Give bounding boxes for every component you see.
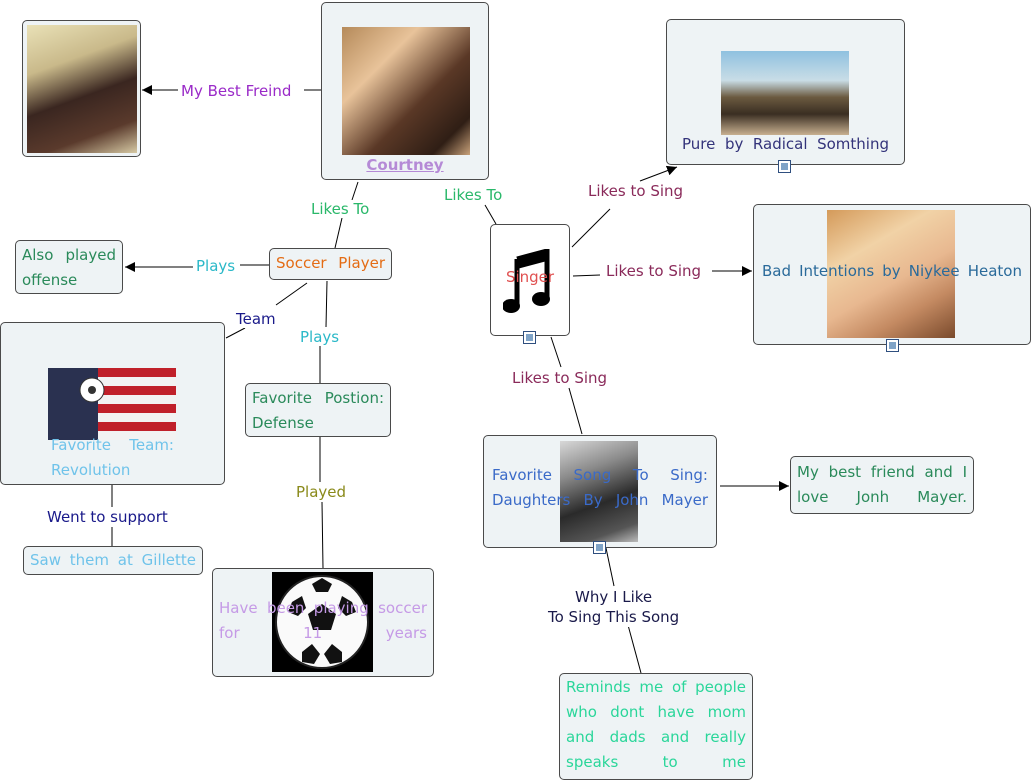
link-label-played: Played bbox=[293, 483, 350, 501]
reminds-label: Reminds me of people who dont have mom a… bbox=[566, 678, 746, 771]
link-likes-to-1b bbox=[334, 217, 343, 249]
music-note-icon bbox=[503, 249, 550, 313]
link-label-likes-to-1: Likes To bbox=[308, 200, 373, 218]
link-why-a bbox=[605, 547, 615, 587]
link-label-why-i-like: Why I Like To Sing This Song bbox=[545, 587, 683, 627]
courtney-label[interactable]: Courtney bbox=[366, 156, 444, 174]
link-label-why-line-1: Why I Like bbox=[575, 588, 653, 606]
link-label-plays-1: Plays bbox=[193, 257, 239, 275]
favorite-team-label: Favorite Team: Revolution bbox=[51, 436, 174, 479]
soccer-player-node[interactable]: Soccer Player bbox=[269, 248, 392, 280]
best-friend-photo bbox=[27, 25, 137, 153]
favorite-position-label: Favorite Postion: Defense bbox=[252, 389, 384, 432]
courtney-node[interactable]: Courtney bbox=[321, 2, 489, 180]
link-label-likes-to-sing-3: Likes to Sing bbox=[509, 369, 611, 387]
link-plays-2a bbox=[325, 280, 328, 328]
link-sing-2a bbox=[572, 274, 601, 277]
saw-them-node[interactable]: Saw them at Gillette bbox=[23, 546, 203, 575]
image-badge-icon[interactable] bbox=[523, 331, 536, 344]
link-label-went-to-support: Went to support bbox=[44, 508, 171, 526]
pure-node[interactable]: Pure by Radical Somthing bbox=[666, 19, 905, 165]
note-badge-icon[interactable] bbox=[778, 160, 791, 173]
revolution-flag-icon bbox=[48, 368, 176, 440]
radical-something-photo bbox=[721, 51, 849, 135]
singer-node[interactable]: Singer bbox=[490, 224, 570, 336]
reminds-node[interactable]: Reminds me of people who dont have mom a… bbox=[559, 673, 753, 780]
courtney-photo bbox=[342, 27, 470, 155]
link-label-team: Team bbox=[233, 310, 279, 328]
soccer-player-label: Soccer Player bbox=[276, 254, 385, 272]
link-sing-3b bbox=[568, 387, 583, 435]
best-friend-mayer-label: My best friend and I love Jonh Mayer. bbox=[797, 463, 967, 506]
link-likes-to-2 bbox=[484, 204, 497, 225]
link-team-b bbox=[225, 327, 246, 339]
soccer-ball-icon bbox=[275, 575, 369, 669]
note-badge-icon[interactable] bbox=[886, 339, 899, 352]
soccer-ball-photo bbox=[272, 572, 373, 672]
favorite-position-node[interactable]: Favorite Postion: Defense bbox=[245, 383, 391, 437]
link-label-likes-to-sing-1: Likes to Sing bbox=[585, 182, 687, 200]
singer-label: Singer bbox=[505, 268, 555, 286]
link-played-b bbox=[321, 501, 324, 569]
bad-intentions-label: Bad Intentions by Niykee Heaton bbox=[762, 262, 1022, 280]
link-likes-to-1a bbox=[351, 181, 359, 201]
link-label-best-freind: My Best Freind bbox=[178, 82, 295, 100]
john-mayer-photo bbox=[560, 441, 638, 542]
playing-soccer-label: Have been playing soccer for 11 years bbox=[219, 599, 427, 642]
link-label-why-line-2: To Sing This Song bbox=[548, 608, 680, 626]
link-sing-3a bbox=[550, 336, 562, 368]
pure-label: Pure by Radical Somthing bbox=[682, 135, 889, 153]
saw-them-label: Saw them at Gillette bbox=[30, 551, 196, 569]
bad-intentions-node[interactable]: Bad Intentions by Niykee Heaton bbox=[753, 204, 1031, 345]
link-team-a bbox=[275, 282, 308, 306]
favorite-song-node[interactable]: Favorite Song To Sing: Daughters By John… bbox=[483, 435, 717, 548]
note-badge-icon[interactable] bbox=[593, 541, 606, 554]
best-friend-photo-node[interactable] bbox=[22, 20, 141, 157]
link-sing-1b bbox=[639, 165, 678, 182]
favorite-song-label: Favorite Song To Sing: Daughters By John… bbox=[492, 466, 708, 509]
best-friend-mayer-node[interactable]: My best friend and I love Jonh Mayer. bbox=[790, 456, 974, 514]
link-sing-1a bbox=[571, 208, 611, 248]
link-label-plays-2: Plays bbox=[297, 328, 343, 346]
link-why-b bbox=[627, 624, 642, 674]
also-played-node[interactable]: Also played offense bbox=[15, 240, 123, 294]
favorite-team-node[interactable]: Favorite Team: Revolution bbox=[0, 322, 225, 485]
niykee-heaton-photo bbox=[827, 210, 955, 338]
link-label-likes-to-sing-2: Likes to Sing bbox=[603, 262, 705, 280]
playing-soccer-node[interactable]: Have been playing soccer for 11 years bbox=[212, 568, 434, 677]
link-label-likes-to-2: Likes To bbox=[441, 186, 506, 204]
also-played-label: Also played offense bbox=[22, 246, 116, 289]
